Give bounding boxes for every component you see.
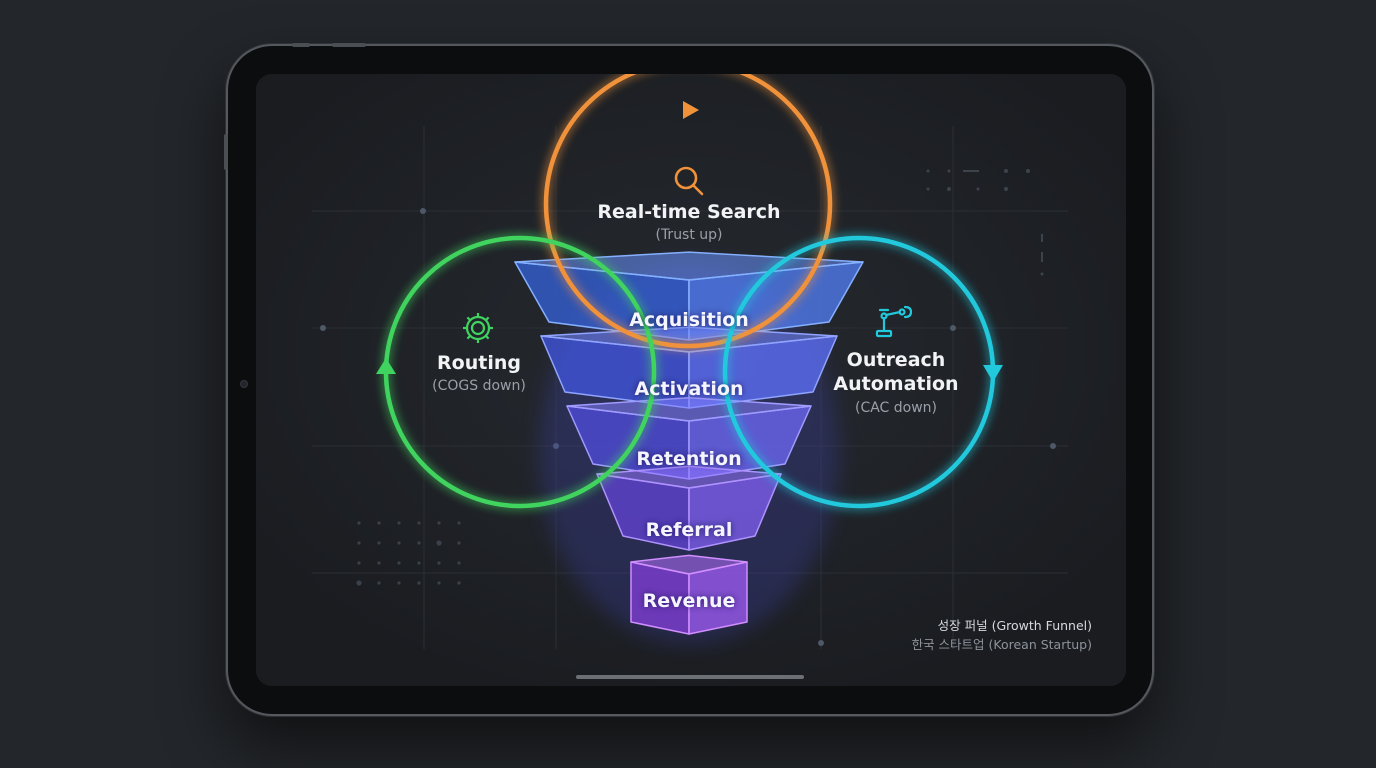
matrix-dot — [457, 521, 461, 525]
search-loop-title: Real-time Search — [597, 201, 781, 223]
matrix-dot — [437, 521, 441, 525]
funnel-acquisition-top-face — [514, 251, 864, 281]
growth-funnel-diagram — [256, 74, 1126, 686]
home-indicator[interactable] — [576, 675, 804, 679]
routing-loop-title: Routing — [437, 352, 521, 374]
search-loop-ring — [543, 74, 833, 349]
matrix-dot — [357, 541, 361, 545]
screen: Real-time Search (Trust up) Routing (COG… — [256, 74, 1126, 686]
matrix-dot — [397, 581, 401, 585]
funnel-activation-top-face — [540, 326, 838, 353]
search-loop-subtitle: (Trust up) — [655, 227, 723, 243]
matrix-dot — [357, 521, 361, 525]
dot-matrix — [356, 521, 461, 586]
matrix-dot — [437, 561, 441, 565]
funnel-referral-top-face — [596, 465, 782, 489]
grid-nodes — [320, 208, 1056, 646]
routing-loop-arrow — [376, 358, 396, 374]
funnel-revenue-top-face — [630, 554, 748, 575]
stage-referral: Referral — [645, 519, 733, 541]
matrix-dot — [417, 561, 421, 565]
stage-retention: Retention — [636, 448, 742, 470]
robot-arm-icon — [875, 305, 913, 338]
stage-acquisition: Acquisition — [629, 309, 749, 331]
matrix-dot — [397, 541, 401, 545]
routing-loop-subtitle: (COGS down) — [432, 378, 526, 394]
matrix-dot — [377, 561, 381, 565]
matrix-dot — [377, 521, 381, 525]
matrix-dot — [357, 561, 361, 565]
tablet-frame: Real-time Search (Trust up) Routing (COG… — [224, 43, 1154, 716]
volume-button — [332, 43, 366, 47]
gear-icon — [463, 313, 493, 343]
matrix-dot — [417, 521, 421, 525]
stage-revenue: Revenue — [642, 590, 736, 612]
matrix-dot — [377, 581, 381, 585]
matrix-dot — [457, 581, 461, 585]
matrix-dot — [377, 541, 381, 545]
outreach-loop-subtitle: (CAC down) — [854, 400, 938, 416]
matrix-dot — [436, 540, 442, 546]
matrix-dot — [397, 561, 401, 565]
stage-activation: Activation — [634, 378, 744, 400]
loops — [376, 74, 1003, 509]
caption-title: 성장 퍼널 (Growth Funnel) — [937, 618, 1092, 633]
search-icon — [674, 166, 704, 196]
outreach-loop-title-line1: Outreach — [846, 349, 946, 371]
matrix-dot — [457, 561, 461, 565]
caption-subtitle: 한국 스타트업 (Korean Startup) — [911, 637, 1092, 652]
side-button — [224, 134, 228, 170]
matrix-dot — [397, 521, 401, 525]
power-button — [292, 43, 310, 47]
matrix-dot — [356, 580, 362, 586]
outreach-loop-arrow — [983, 365, 1003, 382]
front-camera — [240, 380, 248, 388]
matrix-dot — [417, 541, 421, 545]
matrix-dot — [437, 581, 441, 585]
decorative-dots — [926, 169, 1044, 276]
outreach-loop-title-line2: Automation — [833, 373, 959, 395]
matrix-dot — [457, 541, 461, 545]
matrix-dot — [417, 581, 421, 585]
search-loop-arrow — [683, 101, 699, 119]
